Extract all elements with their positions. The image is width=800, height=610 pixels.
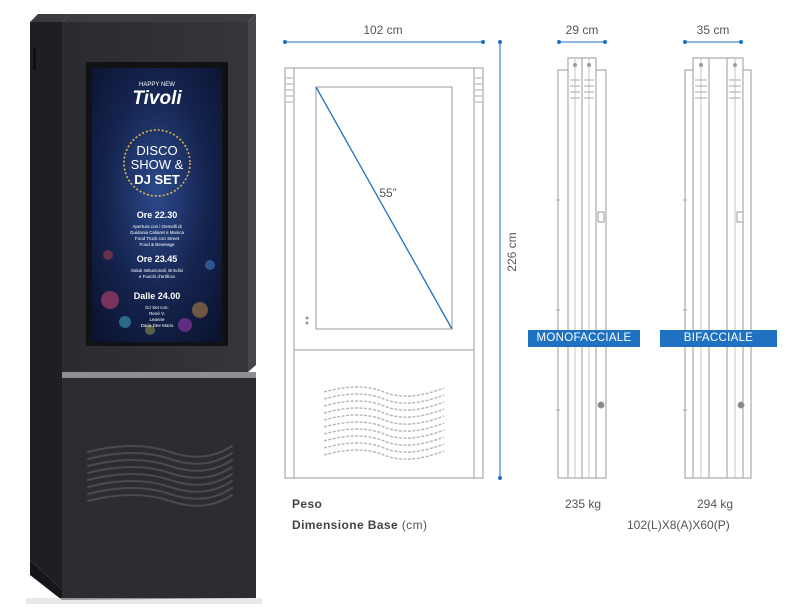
screen-headline-3: DJ SET [134, 172, 180, 187]
front-view-drawing [283, 40, 502, 480]
mono-weight: 235 kg [565, 497, 602, 511]
base-dimension-value: 102(L)X8(A)X60(P) [627, 518, 730, 532]
side-view-monofacciale [556, 40, 607, 479]
base-label-row: Dimensione Base (cm) [292, 518, 427, 532]
depth-bi-label: 35 cm [697, 23, 730, 37]
depth-mono-label: 29 cm [566, 23, 599, 37]
screen-time1-line: Apertura con i Gemelli di [132, 224, 181, 229]
steel-divider [62, 372, 256, 378]
screen-time3-line: Dario Dee Mario [141, 323, 174, 328]
bifacciale-badge: BIFACCIALE [660, 330, 777, 347]
totem-cabinet-photo: HAPPY NEW Tivoli DISCO SHOW & DJ SET Ore… [26, 14, 262, 604]
screen-diagonal-line [315, 86, 453, 330]
photo-vent-grille [87, 445, 233, 507]
monofacciale-badge: MONOFACCIALE [528, 330, 640, 347]
base-unit: (cm) [398, 518, 428, 532]
drawing-vent-grille [323, 386, 445, 460]
width-label: 102 cm [363, 23, 402, 37]
screen-time1-line: Food & Beverage [139, 242, 175, 247]
screen-time2-line: e Fuochi d'artificio [139, 274, 176, 279]
screen-time1-line: Food Truck con Street [135, 236, 180, 241]
diagonal-label: 55” [379, 186, 396, 200]
screen-time-2: Ore 23.45 [137, 254, 178, 264]
screen-time1-line: Guidonia Celiaret e Musica [130, 230, 185, 235]
screen-brand-logo: Tivoli [132, 88, 182, 109]
screen-time-3: Dalle 24.00 [134, 291, 181, 301]
base-label: Dimensione Base [292, 518, 399, 532]
height-label: 226 cm [505, 232, 519, 271]
screen-time3-line: Leanne [149, 317, 165, 322]
screen-time3-line: DJ Set con: [145, 305, 168, 310]
side-view-bifacciale [683, 40, 752, 479]
bi-weight: 294 kg [697, 497, 734, 511]
peso-label: Peso [292, 497, 323, 511]
screen-time3-line: René V. [149, 311, 165, 316]
screen-brand-small: HAPPY NEW [139, 82, 175, 88]
screen-time-1: Ore 22.30 [137, 210, 178, 220]
screen-headline-1: DISCO [136, 143, 177, 158]
screen-time2-line: Saluti Istituzionali, Brindisi [131, 268, 183, 273]
screen-headline-2: SHOW & [131, 157, 184, 172]
